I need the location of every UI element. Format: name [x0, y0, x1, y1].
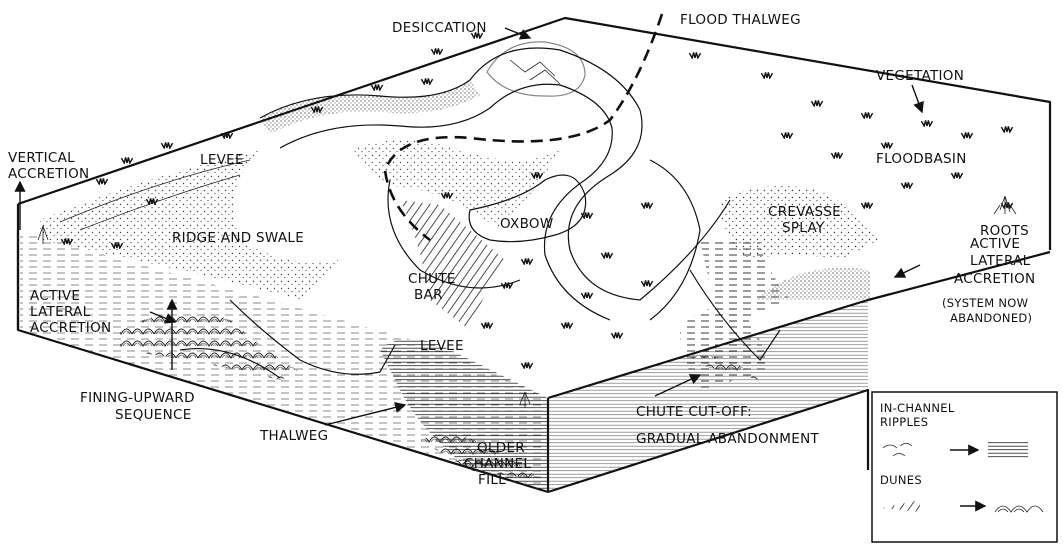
- label-desiccation: DESICCATION: [392, 20, 487, 36]
- label-chute: CHUTE: [408, 271, 456, 287]
- label-vertical-1: VERTICAL: [8, 150, 75, 166]
- label-active-right-3: ACCRETION: [954, 271, 1035, 287]
- label-flood-thalweg: FLOOD THALWEG: [680, 12, 801, 28]
- label-fining-1: FINING-UPWARD: [80, 390, 195, 406]
- label-ridge-and-swale: RIDGE AND SWALE: [172, 230, 304, 246]
- label-bar: BAR: [414, 287, 443, 303]
- label-oxbow: OXBOW: [500, 216, 554, 232]
- label-active-right-2: LATERAL: [970, 253, 1031, 269]
- desiccation-lake: [487, 42, 585, 96]
- label-chute-cutoff-1: CHUTE CUT-OFF:: [636, 404, 752, 420]
- legend-title: IN-CHANNEL: [880, 401, 955, 415]
- label-floodbasin: FLOODBASIN: [876, 151, 967, 167]
- label-fining-2: SEQUENCE: [115, 407, 192, 423]
- label-vertical-2: ACCRETION: [8, 166, 89, 182]
- label-system-now-1: (SYSTEM NOW: [942, 296, 1028, 310]
- label-active-left-1: ACTIVE: [30, 288, 80, 304]
- label-older-1: OLDER: [477, 440, 525, 456]
- label-vegetation: VEGETATION: [876, 68, 964, 84]
- label-older-3: FILL: [478, 472, 506, 488]
- label-active-left-2: LATERAL: [30, 304, 91, 320]
- legend-ripples: RIPPLES: [880, 415, 928, 429]
- label-active-left-3: ACCRETION: [30, 320, 111, 336]
- front-face-right: [548, 268, 870, 492]
- label-thalweg: THALWEG: [259, 428, 328, 444]
- label-crevasse: CREVASSE: [768, 204, 841, 220]
- label-splay: SPLAY: [782, 220, 825, 236]
- legend-dunes: DUNES: [880, 473, 922, 487]
- label-older-2: CHANNEL: [464, 456, 531, 472]
- label-levee-top: LEVEE: [200, 152, 244, 168]
- legend-box: IN-CHANNEL RIPPLES DUNES: [872, 392, 1057, 542]
- label-chute-cutoff-2: GRADUAL ABANDONMENT: [636, 431, 819, 447]
- label-system-now-2: ABANDONED): [950, 311, 1032, 325]
- label-levee-mid: LEVEE: [420, 338, 464, 354]
- label-active-right-1: ACTIVE: [970, 236, 1020, 252]
